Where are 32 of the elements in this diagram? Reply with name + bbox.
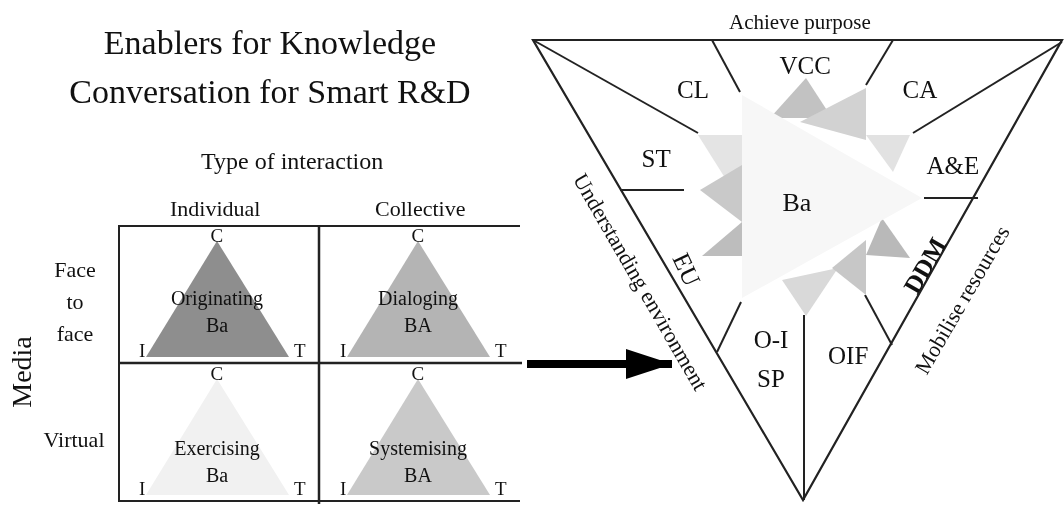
segment-label: O-I SP [751,321,791,399]
axis-label: Virtual [43,429,105,451]
vertex-label: I [340,340,347,360]
vertex-label: C [210,225,224,245]
axis-label: Type of interaction [201,149,384,173]
quadrant-label: Systemising BA [368,436,468,488]
vertex-label: C [210,363,224,383]
segment-label: CA [902,76,938,102]
axis-label: Collective [375,198,466,220]
diagram-title: Enablers for Knowledge Conversation for Smart R&D [68,23,472,113]
segment-label: A&E [926,152,980,178]
vertex-label: T [495,340,507,360]
side-label: Achieve purpose [729,11,871,33]
vertex-label: I [139,340,146,360]
vertex-label: T [294,478,306,498]
axis-label: Individual [170,198,261,220]
segment-label: CL [677,76,709,102]
vertex-label: C [411,363,425,383]
vertex-label: T [294,340,306,360]
vertex-label: I [340,478,347,498]
segment-label: OIF [828,342,869,368]
segment-label: ST [641,145,671,171]
quadrant-label: Exercising Ba [173,436,261,488]
row-header: Face to face [53,256,97,348]
quadrant-label: Dialoging BA [377,286,459,338]
axis-label: Media [7,336,36,408]
vertex-label: T [495,478,507,498]
vertex-label: I [139,478,146,498]
segment-label: EU [667,248,705,290]
segment-label: VCC [779,52,831,78]
center-label: Ba [782,190,812,216]
vertex-label: C [411,225,425,245]
